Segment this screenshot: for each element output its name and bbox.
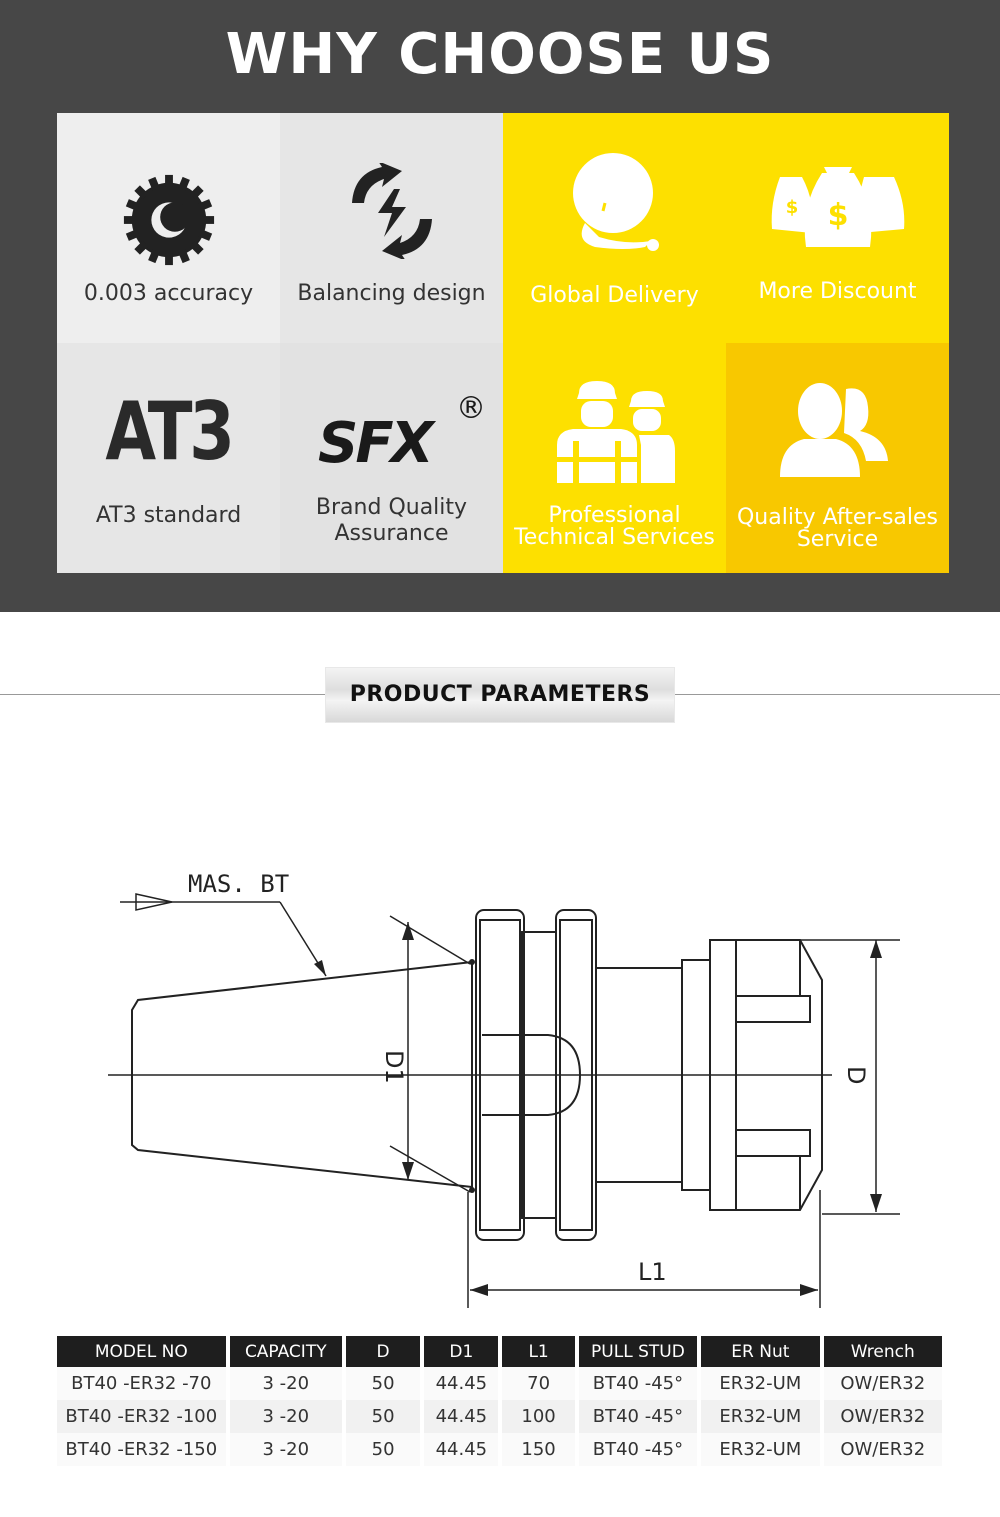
- balance-arrows-icon: [352, 163, 432, 259]
- globe-delivery-icon: [573, 153, 659, 251]
- table-row: BT40 -ER32 -150 3 -20 50 44.45 150 BT40 …: [57, 1433, 942, 1466]
- cell-model: BT40 -ER32 -70: [57, 1367, 226, 1400]
- cell-l1: 100: [502, 1400, 575, 1433]
- cell-capacity: 3 -20: [229, 1400, 342, 1433]
- sfx-logo-icon: SFX: [318, 411, 434, 476]
- svg-text:$: $: [786, 197, 799, 218]
- cell-capacity: 3 -20: [229, 1433, 342, 1466]
- feature-label: Global Delivery: [530, 283, 699, 308]
- cell-l1: 150: [502, 1433, 575, 1466]
- feature-balancing: Balancing design: [280, 113, 503, 343]
- table-row: BT40 -ER32 -100 3 -20 50 44.45 100 BT40 …: [57, 1400, 942, 1433]
- cell-d1: 44.45: [424, 1367, 499, 1400]
- cell-er-nut: ER32-UM: [701, 1367, 820, 1400]
- feature-accuracy: 0.003 accuracy: [57, 113, 280, 343]
- feature-discount: $ $ More Discount: [726, 113, 949, 343]
- cell-pull-stud: BT40 -45°: [578, 1367, 698, 1400]
- col-l1: L1: [502, 1336, 575, 1367]
- feature-label-line1: Brand Quality: [315, 495, 468, 520]
- at3-text-icon: AT3: [105, 385, 235, 478]
- svg-text:$: $: [828, 198, 849, 233]
- cell-wrench: OW/ER32: [823, 1367, 942, 1400]
- cell-d: 50: [345, 1367, 421, 1400]
- cell-wrench: OW/ER32: [823, 1400, 942, 1433]
- table-header-row: MODEL NO CAPACITY D D1 L1 PULL STUD ER N…: [57, 1336, 942, 1367]
- feature-label: AT3 standard: [95, 503, 242, 528]
- col-pull-stud: PULL STUD: [578, 1336, 698, 1367]
- d1-label: D1: [380, 1050, 408, 1084]
- feature-label: Balancing design: [297, 281, 486, 306]
- cell-er-nut: ER32-UM: [701, 1400, 820, 1433]
- col-model-no: MODEL NO: [57, 1336, 226, 1367]
- features-grid: 0.003 accuracy Balancing design Global D…: [57, 113, 949, 573]
- l1-label: L1: [638, 1258, 667, 1286]
- cell-l1: 70: [502, 1367, 575, 1400]
- cell-d1: 44.45: [424, 1433, 499, 1466]
- users-icon: [780, 383, 888, 477]
- feature-label-line2: Assurance: [334, 521, 449, 546]
- params-title-box: PRODUCT PARAMETERS: [326, 668, 674, 722]
- cell-d1: 44.45: [424, 1400, 499, 1433]
- cell-d: 50: [345, 1400, 421, 1433]
- feature-label-line1: Professional: [548, 503, 681, 528]
- feature-label: More Discount: [758, 279, 917, 304]
- params-title: PRODUCT PARAMETERS: [349, 682, 651, 707]
- mas-bt-label: MAS. BT: [188, 870, 289, 898]
- cell-pull-stud: BT40 -45°: [578, 1433, 698, 1466]
- feature-global-delivery: Global Delivery: [503, 113, 726, 343]
- feature-label-line1: Quality After-sales: [736, 505, 939, 530]
- feature-at3: AT3 AT3 standard: [57, 343, 280, 573]
- cell-er-nut: ER32-UM: [701, 1433, 820, 1466]
- cell-pull-stud: BT40 -45°: [578, 1400, 698, 1433]
- col-d: D: [345, 1336, 421, 1367]
- cell-model: BT40 -ER32 -100: [57, 1400, 226, 1433]
- cell-model: BT40 -ER32 -150: [57, 1433, 226, 1466]
- workers-icon: [557, 381, 675, 483]
- parameters-table: MODEL NO CAPACITY D D1 L1 PULL STUD ER N…: [53, 1336, 946, 1466]
- col-capacity: CAPACITY: [229, 1336, 342, 1367]
- col-d1: D1: [424, 1336, 499, 1367]
- col-wrench: Wrench: [823, 1336, 942, 1367]
- section-title: WHY CHOOSE US: [225, 22, 775, 87]
- col-er-nut: ER Nut: [701, 1336, 820, 1367]
- cell-wrench: OW/ER32: [823, 1433, 942, 1466]
- feature-label-line2: Technical Services: [514, 525, 715, 550]
- feature-technical-services: Professional Technical Services: [503, 343, 726, 573]
- feature-brand-quality: SFX ® Brand Quality Assurance: [280, 343, 503, 573]
- gear-accuracy-icon: [123, 174, 215, 266]
- feature-after-sales: Quality After-sales Service: [726, 343, 949, 573]
- cell-d: 50: [345, 1433, 421, 1466]
- d-label: D: [842, 1066, 870, 1084]
- why-choose-us-section: WHY CHOOSE US: [0, 0, 1000, 612]
- feature-label-line2: Service: [796, 527, 879, 552]
- tool-holder-drawing: MAS. BT D1 D L1: [108, 870, 900, 1308]
- money-bags-icon: $ $: [771, 167, 905, 247]
- registered-mark: ®: [456, 391, 486, 426]
- feature-label: 0.003 accuracy: [83, 281, 254, 306]
- cell-capacity: 3 -20: [229, 1367, 342, 1400]
- table-row: BT40 -ER32 -70 3 -20 50 44.45 70 BT40 -4…: [57, 1367, 942, 1400]
